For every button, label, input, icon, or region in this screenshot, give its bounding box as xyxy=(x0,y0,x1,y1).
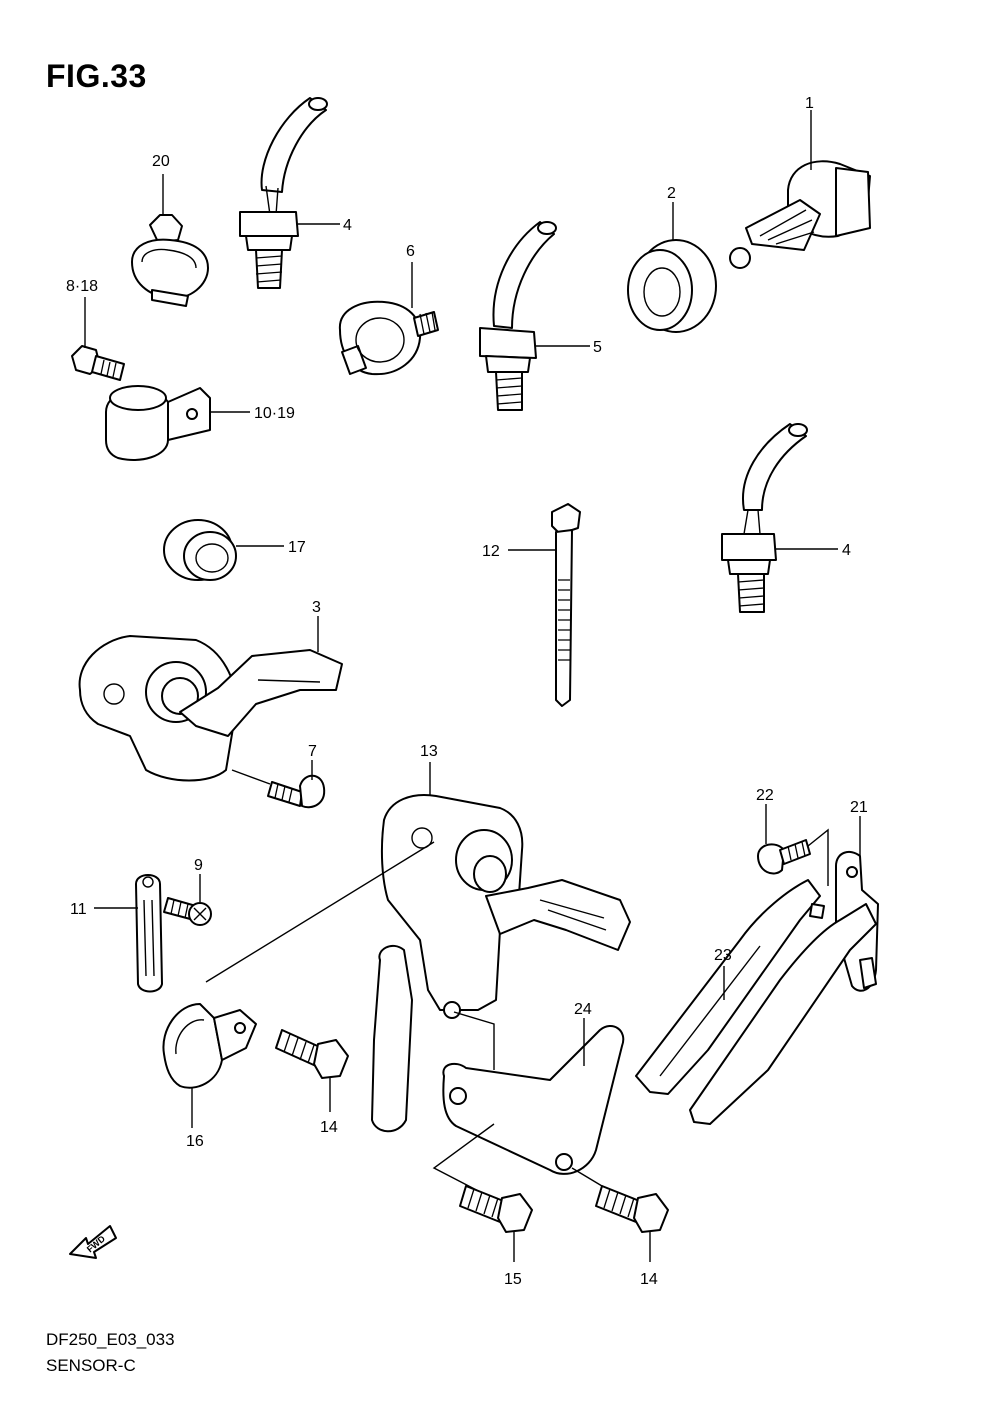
callout-4-top: 4 xyxy=(343,217,352,234)
callout-4-right: 4 xyxy=(842,542,851,559)
callout-14-right: 14 xyxy=(640,1271,658,1288)
callout-5: 5 xyxy=(593,339,602,356)
part-6-knock-sensor xyxy=(338,300,439,376)
part-24-bracket xyxy=(442,1025,625,1175)
callout-14-left: 14 xyxy=(320,1119,338,1136)
part-17-grommet xyxy=(163,519,237,581)
part-7-screw xyxy=(267,774,326,809)
part-1-connector-sensor xyxy=(729,160,871,269)
leader-13-to-16 xyxy=(205,841,435,983)
figure-title: FIG.33 xyxy=(46,58,147,94)
part-2-grommet xyxy=(627,239,717,333)
model-code: DF250_E03_033 xyxy=(46,1330,175,1349)
callout-21: 21 xyxy=(850,799,868,816)
callout-12: 12 xyxy=(482,543,500,560)
callout-22: 22 xyxy=(756,787,774,804)
fwd-direction-arrow: FWD xyxy=(69,1225,117,1259)
part-9-screw xyxy=(163,897,212,926)
callout-17: 17 xyxy=(288,539,306,556)
callout-2: 2 xyxy=(667,185,676,202)
leader-24-to-14 xyxy=(571,1167,603,1187)
part-4-sensor-top xyxy=(239,97,328,289)
part-14-bolt-right xyxy=(595,1185,669,1233)
part-11-clip xyxy=(135,874,163,993)
callout-9: 9 xyxy=(194,857,203,874)
callout-6: 6 xyxy=(406,243,415,260)
leader-13-to-24 xyxy=(453,1011,495,1070)
callout-11: 11 xyxy=(70,901,87,918)
part-12-cable-tie xyxy=(551,503,581,707)
part-23-cover xyxy=(635,879,877,1125)
part-22-bolt xyxy=(757,839,811,875)
callout-1: 1 xyxy=(805,95,814,112)
part-3-lever-sensor xyxy=(78,635,343,782)
part-15-bolt xyxy=(459,1185,533,1233)
part-4-sensor-right xyxy=(721,423,808,613)
callout-7: 7 xyxy=(308,743,317,760)
leader-22-to-21 xyxy=(807,828,829,886)
callout-20: 20 xyxy=(152,153,170,170)
part-10-19-clamp xyxy=(105,385,211,461)
part-8-18-bolt xyxy=(71,345,125,381)
part-13-sensor-assembly xyxy=(371,794,631,1133)
callout-13: 13 xyxy=(420,743,438,760)
callout-8-18: 8·18 xyxy=(66,278,98,295)
section-name: SENSOR-C xyxy=(46,1356,136,1375)
callout-10-19: 10·19 xyxy=(254,405,295,422)
callout-16: 16 xyxy=(186,1133,204,1150)
callout-3: 3 xyxy=(312,599,321,616)
part-5-sensor xyxy=(479,221,557,411)
callout-15: 15 xyxy=(504,1271,522,1288)
part-16-clamp xyxy=(162,1003,257,1089)
callout-24: 24 xyxy=(574,1001,592,1018)
leader-3-to-7 xyxy=(231,769,271,785)
callout-23: 23 xyxy=(714,947,732,964)
part-14-bolt-left xyxy=(275,1029,349,1079)
part-20-clip xyxy=(131,214,209,307)
